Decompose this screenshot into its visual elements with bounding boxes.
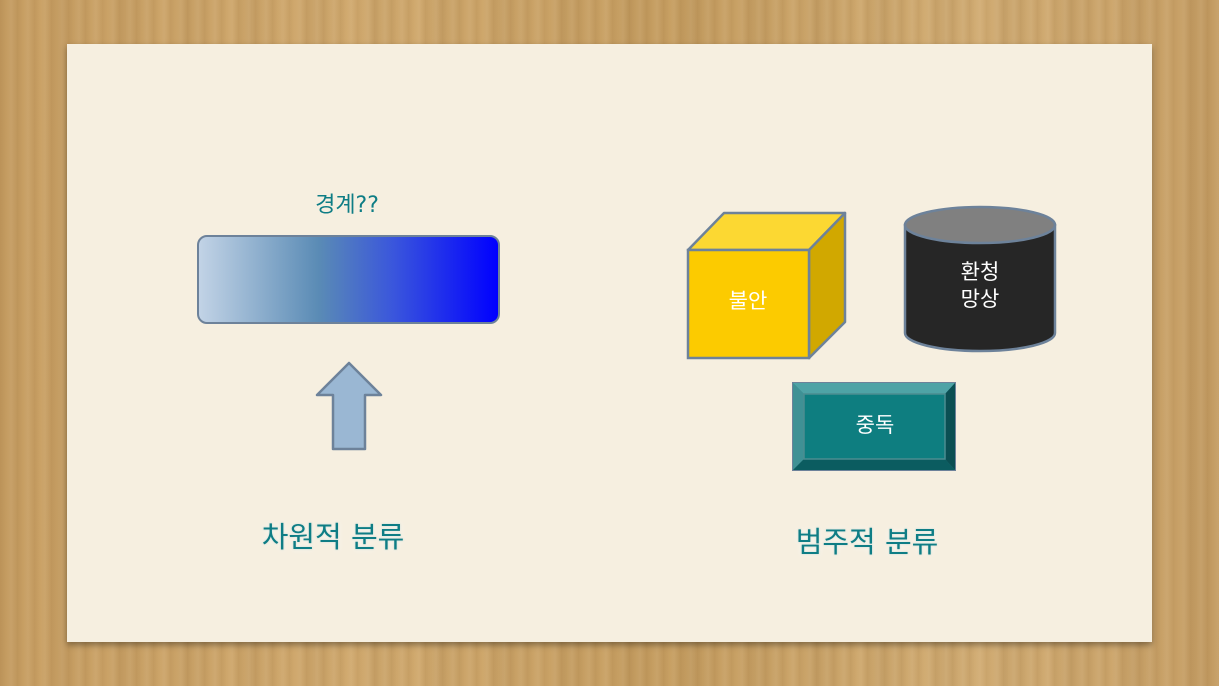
cylinder-label-line1: 환청 bbox=[960, 260, 1000, 284]
bevel-shape bbox=[792, 382, 956, 471]
boundary-label: 경계?? bbox=[315, 193, 379, 218]
dimension-gradient-bar bbox=[197, 235, 500, 324]
diagram-shapes bbox=[315, 205, 1057, 471]
up-arrow-icon bbox=[315, 361, 383, 451]
slide: 경계?? 불안 환청 망상 중독 차원적 분류 범주적 bbox=[67, 44, 1152, 642]
cylinder-shape bbox=[903, 205, 1057, 353]
cylinder-label-line2: 망상 bbox=[960, 287, 1000, 311]
cube-shape bbox=[686, 211, 847, 360]
cube-label: 불안 bbox=[728, 289, 768, 313]
cylinder-label: 환청 망상 bbox=[905, 259, 1055, 313]
bevel-label: 중독 bbox=[855, 413, 895, 437]
dimensional-classification-title: 차원적 분류 bbox=[261, 520, 405, 554]
categorical-classification-title: 범주적 분류 bbox=[795, 525, 939, 559]
